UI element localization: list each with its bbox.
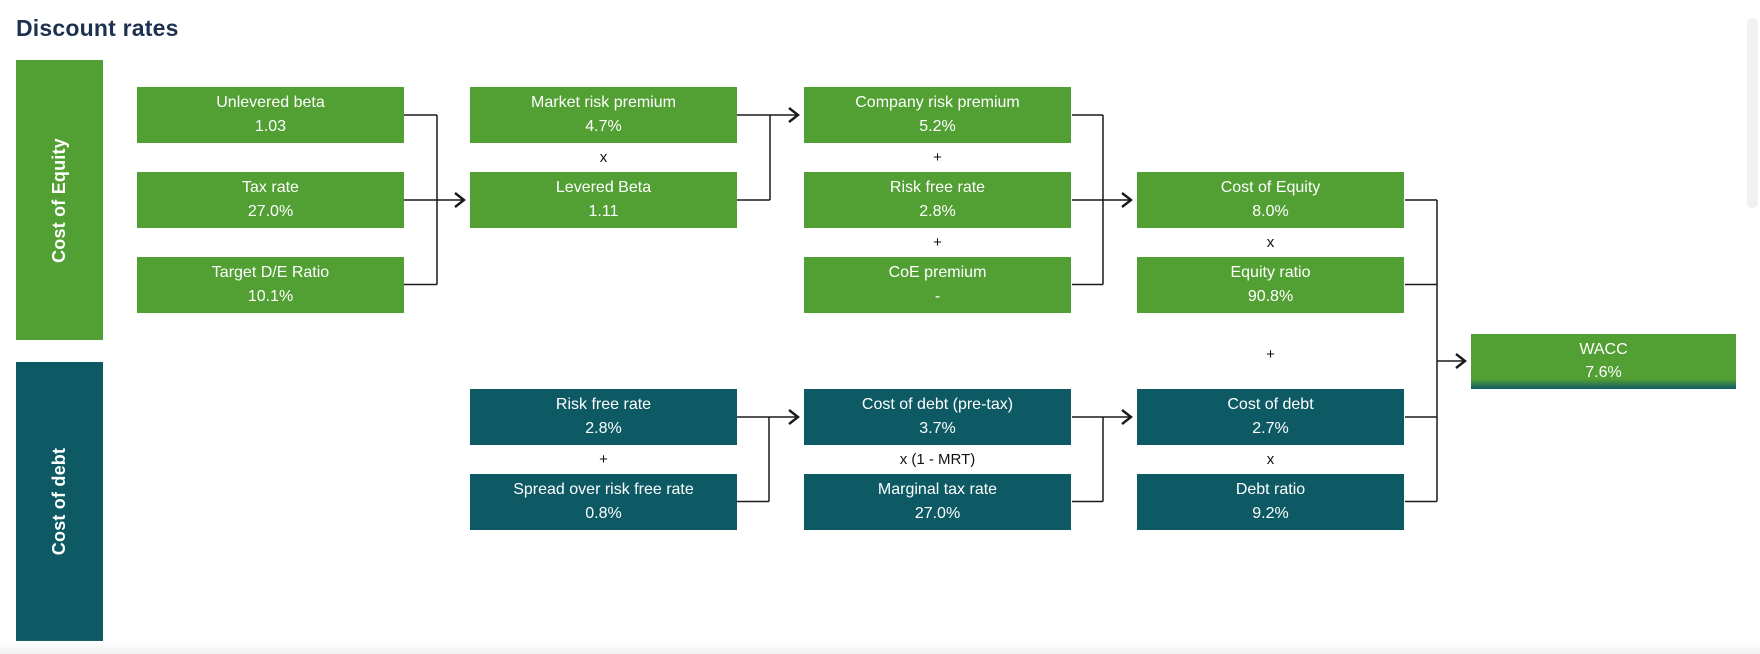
node-equity-ratio: Equity ratio 90.8% [1137,257,1404,313]
node-label: Company risk premium [855,94,1020,111]
operator-plus-company-rfr: + [933,149,942,166]
node-value: 7.6% [1585,364,1622,382]
section-label-cost-of-debt: Cost of debt [49,447,70,556]
node-cost-of-debt: Cost of debt 2.7% [1137,389,1404,445]
node-label: Unlevered beta [216,94,325,111]
operator-plus-rfr-coe: + [933,234,942,251]
node-value: 2.8% [585,420,622,437]
node-value: 90.8% [1247,288,1294,305]
node-risk-free-rate-equity: Risk free rate 2.8% [804,172,1071,228]
node-value: 5.2% [919,118,956,135]
operator-multiply-pretax-mrt: x (1 - MRT) [899,451,976,468]
node-cost-of-debt-pretax: Cost of debt (pre-tax) 3.7% [804,389,1071,445]
node-marginal-tax-rate: Marginal tax rate 27.0% [804,474,1071,530]
operator-multiply-coe-equity: x [1266,234,1275,251]
node-value: 2.8% [919,203,956,220]
node-value: 4.7% [585,118,622,135]
page-title: Discount rates [16,15,179,41]
node-label: Tax rate [242,179,299,196]
node-market-risk-premium: Market risk premium 4.7% [470,87,737,143]
node-value: 3.7% [919,420,956,437]
node-value: 10.1% [247,288,294,305]
node-label: Marginal tax rate [877,481,998,498]
section-cost-of-debt: Cost of debt [16,362,103,641]
operator-multiply-cod-debt: x [1266,451,1275,468]
node-value: 27.0% [914,505,961,522]
node-value: 1.11 [588,203,619,220]
node-coe-premium: CoE premium - [804,257,1071,313]
node-risk-free-rate-debt: Risk free rate 2.8% [470,389,737,445]
node-label: Market risk premium [531,94,676,111]
scrollbar-thumb[interactable] [1747,18,1758,208]
node-cost-of-equity: Cost of Equity 8.0% [1137,172,1404,228]
section-label-cost-of-equity: Cost of Equity [49,137,70,263]
node-spread-over-risk-free-rate: Spread over risk free rate 0.8% [470,474,737,530]
operator-plus-equity-debt: + [1266,346,1275,363]
node-label: CoE premium [888,264,987,281]
node-target-de-ratio: Target D/E Ratio 10.1% [137,257,404,313]
node-label: Levered Beta [555,179,652,196]
node-levered-beta: Levered Beta 1.11 [470,172,737,228]
operator-plus-rfr-spread: + [599,451,608,468]
node-company-risk-premium: Company risk premium 5.2% [804,87,1071,143]
node-unlevered-beta: Unlevered beta 1.03 [137,87,404,143]
node-value: 2.7% [1252,420,1289,437]
node-label: Cost of Equity [1220,179,1321,196]
node-value: 8.0% [1252,203,1289,220]
node-label: Target D/E Ratio [211,264,330,281]
operator-multiply-beta: x [599,149,608,166]
node-value: 0.8% [585,505,622,522]
node-value: 27.0% [247,203,294,220]
node-tax-rate: Tax rate 27.0% [137,172,404,228]
node-label: Cost of debt (pre-tax) [861,396,1014,413]
node-label: WACC [1579,340,1628,358]
node-value: 1.03 [254,118,287,135]
node-debt-ratio: Debt ratio 9.2% [1137,474,1404,530]
node-label: Debt ratio [1235,481,1306,498]
node-value: - [934,288,941,305]
node-label: Spread over risk free rate [513,481,694,498]
node-label: Risk free rate [889,179,986,196]
node-wacc: WACC 7.6% [1471,334,1736,389]
section-cost-of-equity: Cost of Equity [16,60,103,340]
node-value: 9.2% [1252,505,1289,522]
node-label: Cost of debt [1227,396,1314,413]
node-label: Risk free rate [555,396,652,413]
node-label: Equity ratio [1230,264,1311,281]
page-bottom-edge [0,640,1760,654]
